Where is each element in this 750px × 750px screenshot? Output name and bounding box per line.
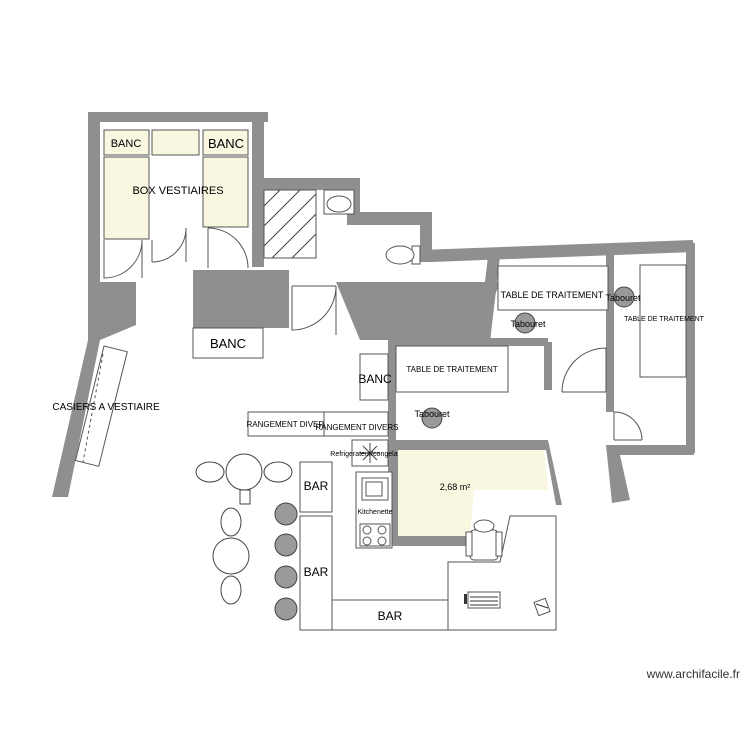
table-traitement-2 [395,345,509,393]
tabouret-1-label: Tabouret [510,319,546,329]
door-box-left [103,239,143,279]
bar-stool [274,502,298,526]
toilet [385,245,421,265]
table-traitement-3 [639,264,687,378]
round-table-top [195,453,293,505]
door-right-room [613,411,643,441]
banc-mid-label: BANC [210,336,246,351]
wall-left-lower [52,282,136,497]
wall-center-column [336,282,500,340]
banc-top-right-label: BANC [208,136,244,151]
wall-room-mid-horizontal [388,338,548,346]
kitchen-sink-basin [365,481,383,497]
casiers-label: CASIERS A VESTIAIRE [52,402,160,413]
door-box-middle [151,227,187,263]
wall-top-right [420,240,694,262]
kitchenette-label: Kitchenette [357,509,392,516]
room-area-label: 2,68 m² [440,482,471,492]
bar-1-label: BAR [304,479,329,493]
shower-tray [263,189,317,259]
casiers-vestiaire [74,345,128,467]
rangement-divers-1 [247,411,325,437]
tabouret-2-seat [613,286,635,308]
tabouret-3-seat [421,407,443,429]
watermark: www.archifacile.fr [646,667,740,681]
table-traitement-1 [497,265,609,311]
cooktop [359,523,391,547]
bar-stool [274,565,298,589]
round-table-bottom [212,507,250,605]
room-2-68 [398,450,548,536]
vestiaire-doors [103,227,249,279]
banc-top-left-label: BANC [111,138,142,150]
rangement-divers-1-label: RANGEMENT DIVERS [247,420,330,429]
wall-box-right [252,112,264,267]
bar-3 [331,599,449,631]
banc-right [359,353,389,401]
table-traitement-2-label: TABLE DE TRAITEMENT [406,365,497,374]
wall-top-left [88,112,268,122]
keyboard-icon [464,591,501,609]
wall-divider-upper [478,256,500,342]
wall-wc-right [420,212,432,262]
bar-stool [274,533,298,557]
tabouret-3-label: Tabouret [414,409,450,419]
box-vestiaires-label: BOX VESTIAIRES [132,185,223,197]
bar-1 [299,461,333,513]
tabouret-1-seat [514,312,536,334]
washbasin-bowl [326,195,352,213]
box-vestiaire-left [103,156,150,240]
wall-right-bottom [606,445,694,503]
bar-stool [274,597,298,621]
wall-right-room-divider [606,252,614,412]
banc-top-middle [151,129,200,156]
rangement-divers-2-label: RANGEMENT DIVERS [316,423,399,432]
box-vestiaire-right [202,156,249,228]
refrigerateur-label: Refrigerateur/congelateur [330,451,410,458]
door-box-right [207,227,249,269]
casiers-dashed-line [82,353,104,463]
phone-icon [533,597,551,617]
box-vestiaire-middle [152,157,199,239]
table-traitement-3-label: TABLE DE TRAITEMENT [624,316,705,323]
bar-3-label: BAR [378,609,403,623]
shower-hatching [263,189,317,259]
banc-top-left [103,129,150,156]
wall-banc-block [193,270,289,328]
refrigerator-icon [351,439,389,467]
wall-room-mid-vertical [544,342,552,390]
banc-right-label: BANC [358,372,392,386]
wall-left-upper [88,112,100,282]
banc-mid [192,327,264,359]
office-chair [465,519,503,561]
bar-stools [274,502,298,621]
table-traitement-1-label: TABLE DE TRAITEMENT [501,290,604,300]
bar-2-label: BAR [304,565,329,579]
tabouret-2-label: Tabouret [605,293,641,303]
banc-top-right [202,129,249,156]
rangement-divers-2 [323,411,389,437]
bar-2 [299,515,333,631]
wall-kitchen-left [388,338,396,448]
door-wc [291,285,337,335]
wall-right [686,243,695,453]
door-treatment-room [561,347,607,393]
